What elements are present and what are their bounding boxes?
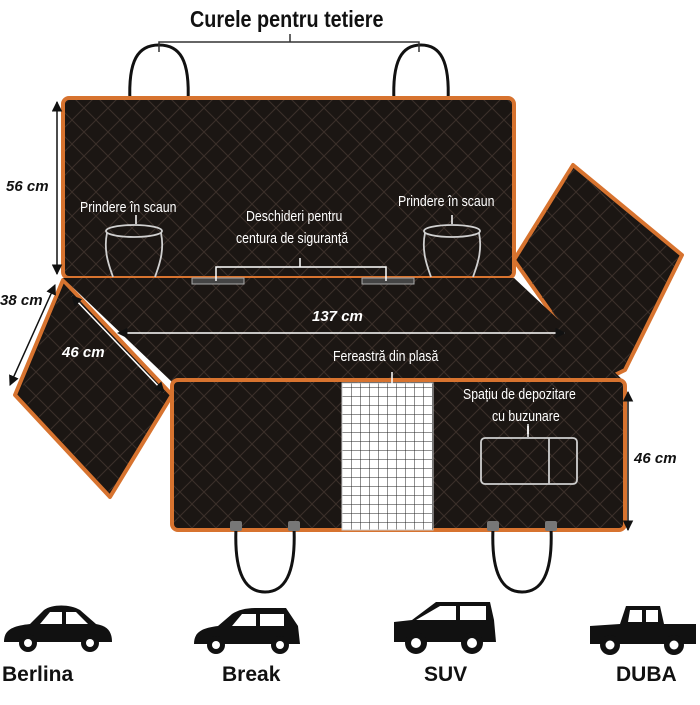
bottom-strap-left <box>234 527 296 594</box>
suv-icon <box>394 602 496 654</box>
label-mesh-window: Fereastră din plasă <box>333 348 439 365</box>
dim-arrow-38 <box>9 284 56 386</box>
title: Curele pentru tetiere <box>190 6 384 32</box>
seat-anchor-left <box>104 224 164 278</box>
label-seat-attach-left: Prindere în scaun <box>80 199 177 216</box>
pickup-icon <box>590 606 696 655</box>
dim-label-46-front: 46 cm <box>634 450 677 467</box>
sedan-icon <box>4 605 112 652</box>
headrest-strap-right <box>392 43 450 103</box>
mesh-window <box>341 382 434 531</box>
strap-buckles-bottom <box>230 521 557 531</box>
vehicle-label-break: Break <box>222 663 281 686</box>
label-storage-2: cu buzunare <box>492 408 560 425</box>
label-belt-openings-1: Deschideri pentru <box>246 208 343 225</box>
headrest-strap-left <box>128 43 190 103</box>
label-belt-openings-2: centura de siguranță <box>236 230 349 247</box>
vehicle-label-duba: DUBA <box>616 663 677 686</box>
vehicle-label-suv: SUV <box>424 663 468 686</box>
belt-openings <box>191 258 415 285</box>
seat-anchor-right <box>422 224 482 278</box>
dim-arrow-46-flap <box>71 295 165 393</box>
bottom-strap-right <box>491 527 553 594</box>
dim-label-137: 137 cm <box>312 308 363 325</box>
label-seat-attach-right: Prindere în scaun <box>398 193 495 210</box>
vehicle-label-berlina: Berlina <box>2 663 74 686</box>
dim-label-38: 38 cm <box>0 292 43 309</box>
dim-label-56: 56 cm <box>6 178 49 195</box>
wagon-icon <box>194 608 300 654</box>
dim-label-46-flap: 46 cm <box>62 344 105 361</box>
title-bracket <box>158 34 420 52</box>
backrest-panel <box>61 96 516 280</box>
label-storage-1: Spațiu de depozitare <box>463 386 576 403</box>
